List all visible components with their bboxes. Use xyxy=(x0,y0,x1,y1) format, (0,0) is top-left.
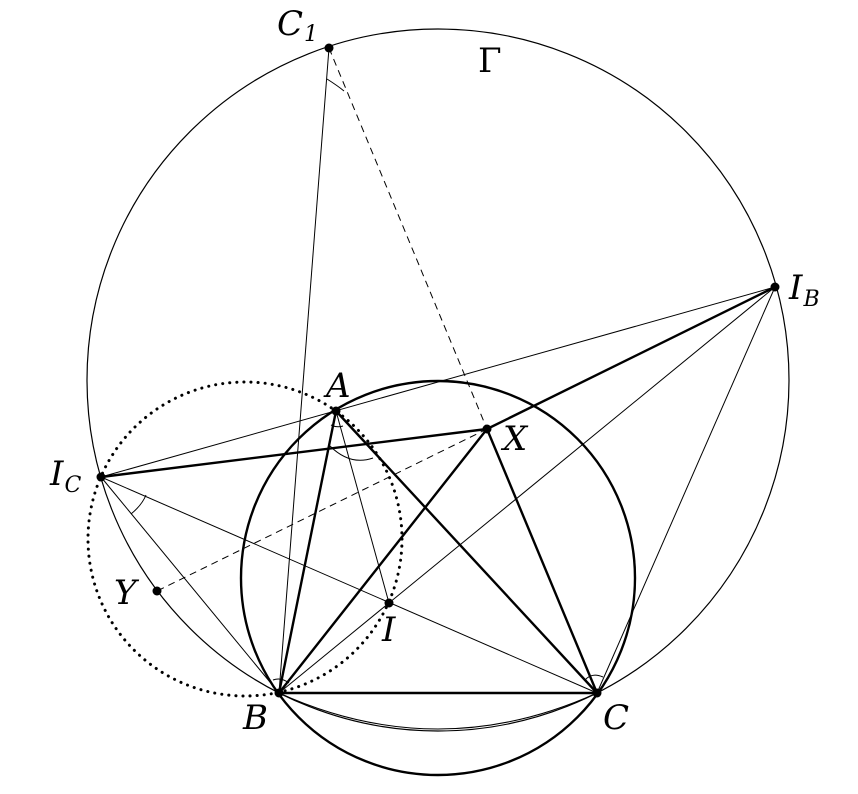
label-y: Y xyxy=(114,573,140,613)
point-ic xyxy=(96,472,106,482)
dotted-circle xyxy=(86,380,404,698)
label-a: A xyxy=(323,366,351,406)
segment-ib-b xyxy=(278,286,776,694)
angle-mark-c1 xyxy=(326,78,345,92)
point-ib xyxy=(770,282,780,292)
angle-mark-ic xyxy=(130,494,147,515)
segment-a-i xyxy=(335,410,390,604)
label-ib: IB xyxy=(788,268,820,312)
side-ac xyxy=(335,410,598,694)
label-x: X xyxy=(500,419,529,459)
point-x xyxy=(482,424,492,434)
point-b xyxy=(274,688,284,698)
circle-gamma xyxy=(86,28,790,732)
segment-ic-x xyxy=(100,427,488,479)
label-c1: C1 xyxy=(277,4,318,47)
dashed-c1-x xyxy=(328,47,488,430)
segment-ib-c xyxy=(596,286,776,694)
point-y xyxy=(152,586,162,596)
thin-lines xyxy=(100,47,776,730)
point-a xyxy=(331,406,341,416)
angle-mark-a-small xyxy=(330,424,344,428)
dashed-x-y xyxy=(156,428,488,592)
point-c1 xyxy=(324,43,334,53)
label-gamma: Γ xyxy=(478,41,502,81)
arc-b-c xyxy=(278,692,598,730)
label-ic: IC xyxy=(49,454,81,498)
label-c: C xyxy=(603,698,629,738)
angle-mark-c xyxy=(584,674,604,681)
side-ab xyxy=(277,410,338,694)
circumcircle-abc xyxy=(239,379,637,777)
point-c xyxy=(592,688,602,698)
segment-ic-c xyxy=(100,476,598,694)
segment-c1-b xyxy=(278,47,330,694)
label-i: I xyxy=(381,610,396,650)
points xyxy=(96,43,780,698)
segment-ic-b xyxy=(100,476,280,694)
segment-b-x xyxy=(278,428,488,694)
segment-x-ib xyxy=(486,285,776,431)
segment-ic-ib xyxy=(100,286,776,478)
angle-marks xyxy=(130,78,604,684)
angle-mark-b xyxy=(272,678,290,684)
point-i xyxy=(384,598,394,608)
thick-lines xyxy=(100,285,776,695)
angle-mark-a xyxy=(329,445,374,461)
dashed-lines xyxy=(156,47,488,592)
segment-x-c xyxy=(485,428,599,694)
label-b: B xyxy=(242,698,268,738)
